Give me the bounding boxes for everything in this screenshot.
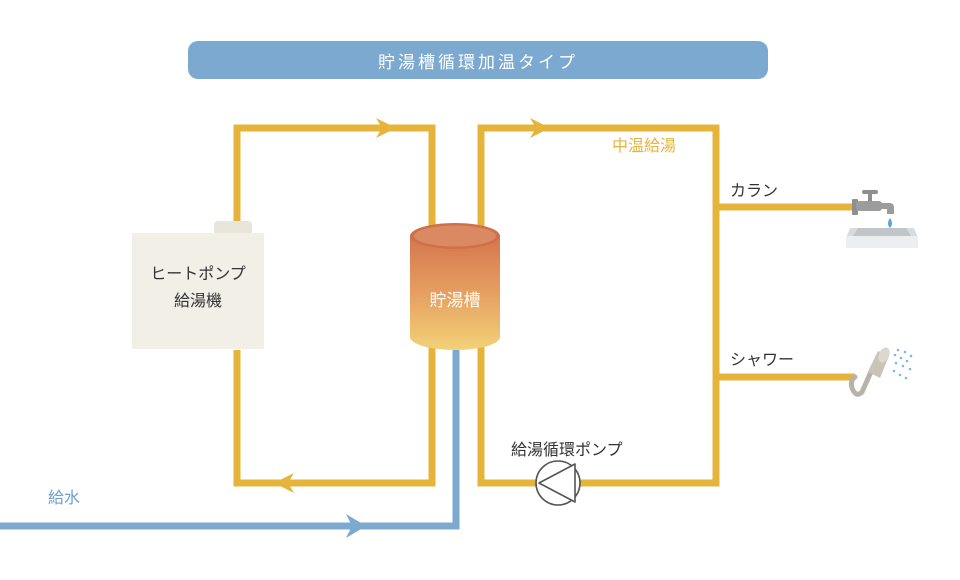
storage-tank: [410, 223, 500, 350]
heat-pump-label-line1: ヒートポンプ: [150, 264, 246, 283]
faucet-icon: [846, 190, 918, 248]
flow-arrow-icon: [346, 514, 366, 538]
heat-pump-label-line2: 給湯機: [173, 291, 222, 310]
pump-icon: [535, 460, 581, 506]
shower-label: シャワー: [730, 350, 795, 369]
medium-temp-supply-label: 中温給湯: [612, 136, 677, 155]
page-title: 貯湯槽循環加温タイプ: [188, 41, 768, 79]
heat-pump-cap: [214, 221, 252, 235]
flow-arrow-icon: [376, 118, 396, 138]
tank-label: 貯湯槽: [429, 291, 481, 311]
water-supply-pipe: [0, 350, 460, 530]
shower-icon: [848, 347, 913, 397]
faucet-label: カラン: [730, 181, 779, 200]
heat-pump-loop-pipe: [233, 124, 436, 487]
circulation-pump-label: 給湯循環ポンプ: [511, 440, 623, 459]
heat-pump-unit: ヒートポンプ 給湯機: [132, 233, 264, 349]
flow-arrow-icon: [274, 473, 294, 493]
supply-loop-pipe: [477, 124, 855, 487]
water-supply-label: 給水: [48, 488, 81, 507]
flow-arrow-icon: [530, 118, 550, 138]
